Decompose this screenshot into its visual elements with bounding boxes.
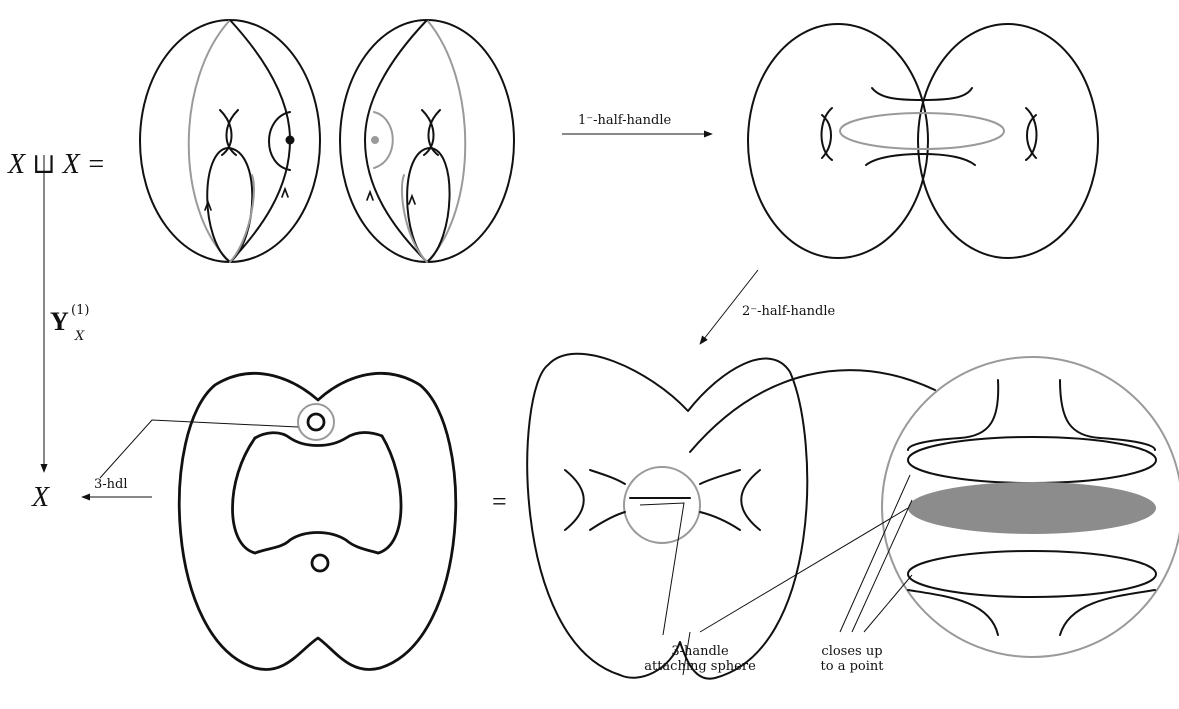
half-handle-1-label: 1⁻-half-handle [578,113,672,128]
y-map-label: Y (1) X [50,303,89,344]
x-result-label: X [31,482,50,513]
svg-text:to a point: to a point [821,659,885,674]
caption-attaching-sphere: 3-handle attaching sphere [644,644,756,674]
three-handle-arrow-label: 3-hdl [94,477,128,492]
capping-disk [908,482,1156,534]
svg-text:Y: Y [50,307,69,336]
attaching-sphere-circle [298,404,334,440]
attaching-sphere-circle-2 [624,467,700,543]
basepoint-dot [286,136,295,145]
joined-tori [748,24,1098,258]
middle-surface [527,354,935,679]
caption-closes-up: closes up to a point [821,644,885,674]
solid-torus-right [340,20,514,262]
svg-text:3-handle: 3-handle [671,644,729,659]
solid-torus-left [140,20,320,262]
basepoint-dot-gray [371,136,379,144]
half-handle-2-label: 2⁻-half-handle [742,304,836,319]
bold-surface [100,373,456,669]
svg-text:X: X [74,329,85,344]
magnified-view [882,357,1179,657]
svg-text:closes up: closes up [821,644,882,659]
svg-text:attaching sphere: attaching sphere [644,659,756,674]
equals-sign: = [492,487,507,516]
svg-text:(1): (1) [71,303,89,318]
disjoint-union-label: X ⊔ X = [7,149,106,180]
